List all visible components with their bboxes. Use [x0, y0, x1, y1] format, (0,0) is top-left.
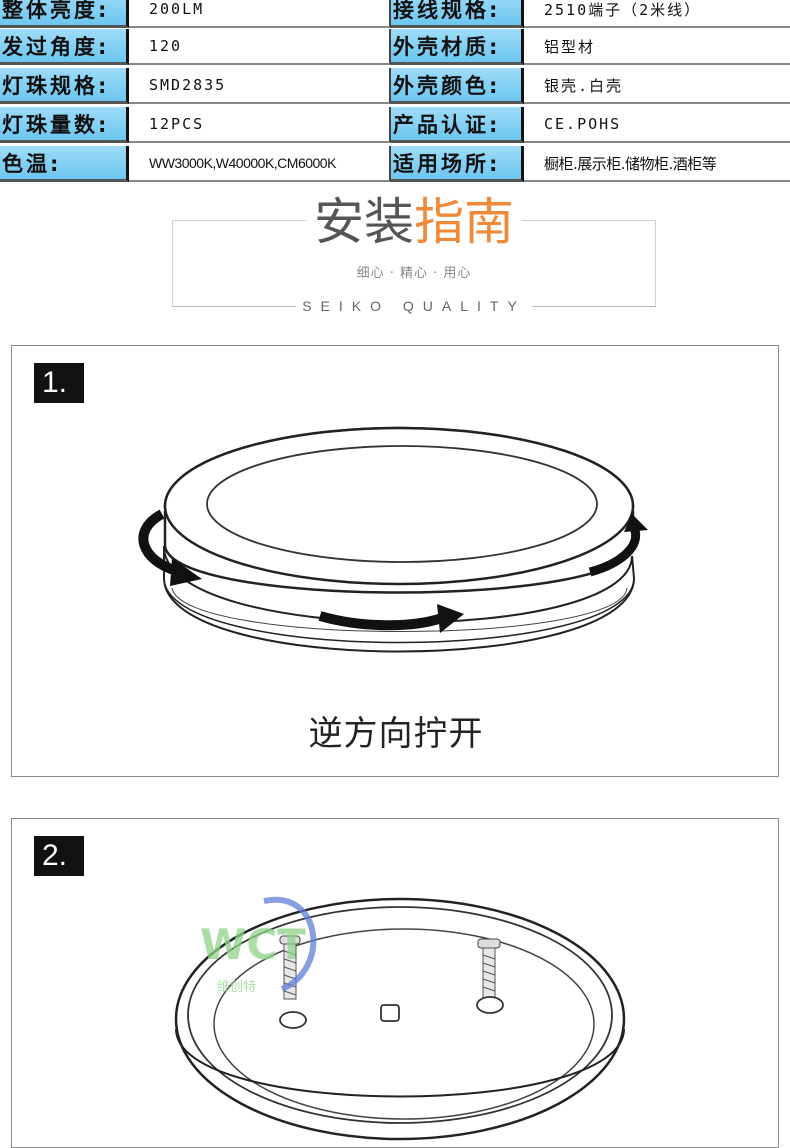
- step-number-1: 1.: [34, 363, 84, 403]
- spec-value: 铝型材: [524, 29, 790, 65]
- spec-label: 整体亮度:: [0, 0, 129, 28]
- guide-title-part2: 指南: [414, 193, 522, 251]
- guide-title: 安装指南: [172, 192, 656, 252]
- spec-label: 产品认证:: [391, 107, 524, 143]
- spec-label: 色温:: [0, 146, 129, 182]
- quality-text: SEIKO QUALITY: [296, 298, 532, 314]
- spec-label: 外壳颜色:: [391, 68, 524, 104]
- spec-value: 120: [129, 29, 391, 65]
- screw-right: [477, 938, 501, 999]
- rotate-arrow-bottom: [437, 604, 464, 633]
- watermark-logo: WCT 维创特: [200, 896, 317, 995]
- spec-value: 银壳.白壳: [524, 68, 790, 104]
- guide-subtitle: 细心 · 精心 · 用心: [356, 266, 472, 281]
- spec-label: 灯珠规格:: [0, 68, 129, 104]
- spec-row-brightness: 整体亮度: 200LM 接线规格: 2510端子（2米线）: [0, 0, 790, 31]
- spec-value: 12PCS: [129, 107, 391, 143]
- spec-value: CE.POHS: [524, 107, 790, 143]
- screw-hole-left: [279, 1011, 307, 1029]
- spec-value: 橱柜.展示柜.储物柜.酒柜等: [524, 146, 790, 182]
- spec-label: 接线规格:: [391, 0, 524, 28]
- spec-table: 整体亮度: 200LM 接线规格: 2510端子（2米线） 发过角度: 120 …: [0, 0, 790, 184]
- spec-row-led-spec: 灯珠规格: SMD2835 外壳颜色: 银壳.白壳: [0, 68, 790, 107]
- watermark-logo-text: WCT: [200, 920, 306, 969]
- rotate-arrow-right: [624, 514, 648, 532]
- install-guide-header: 安装指南 细心 · 精心 · 用心 SEIKO QUALITY: [172, 192, 656, 322]
- spec-row-led-count: 灯珠量数: 12PCS 产品认证: CE.POHS: [0, 107, 790, 146]
- spec-value: 200LM: [129, 0, 391, 28]
- spec-value: SMD2835: [129, 68, 391, 104]
- spec-label: 灯珠量数:: [0, 107, 129, 143]
- step-caption-1: 逆方向拧开: [308, 714, 484, 754]
- watermark-cn-text: 维创特: [217, 980, 256, 995]
- quality-tagline: SEIKO QUALITY: [172, 298, 656, 314]
- screw-hole-right: [476, 996, 504, 1014]
- lamp-base-screws-illustration: WCT 维创特: [174, 896, 626, 1141]
- spec-value: 2510端子（2米线）: [524, 0, 790, 28]
- step-panel-1: 1. 逆方向拧开: [11, 345, 779, 777]
- step-panel-2: WCT 维创特 2.: [11, 818, 779, 1148]
- step-number-2: 2.: [34, 836, 84, 876]
- center-clip: [380, 1004, 400, 1022]
- spec-row-color-temp: 色温: WW3000K,W40000K,CM6000K 适用场所: 橱柜.展示柜…: [0, 146, 790, 185]
- spec-label: 发过角度:: [0, 29, 129, 65]
- spec-label: 适用场所:: [391, 146, 524, 182]
- guide-title-part1: 安装: [306, 193, 414, 251]
- spec-value: WW3000K,W40000K,CM6000K: [129, 146, 391, 182]
- lamp-unscrew-illustration: [138, 426, 648, 653]
- spec-label: 外壳材质:: [391, 29, 524, 65]
- rotate-arrow-left: [170, 558, 202, 586]
- spec-row-angle: 发过角度: 120 外壳材质: 铝型材: [0, 29, 790, 68]
